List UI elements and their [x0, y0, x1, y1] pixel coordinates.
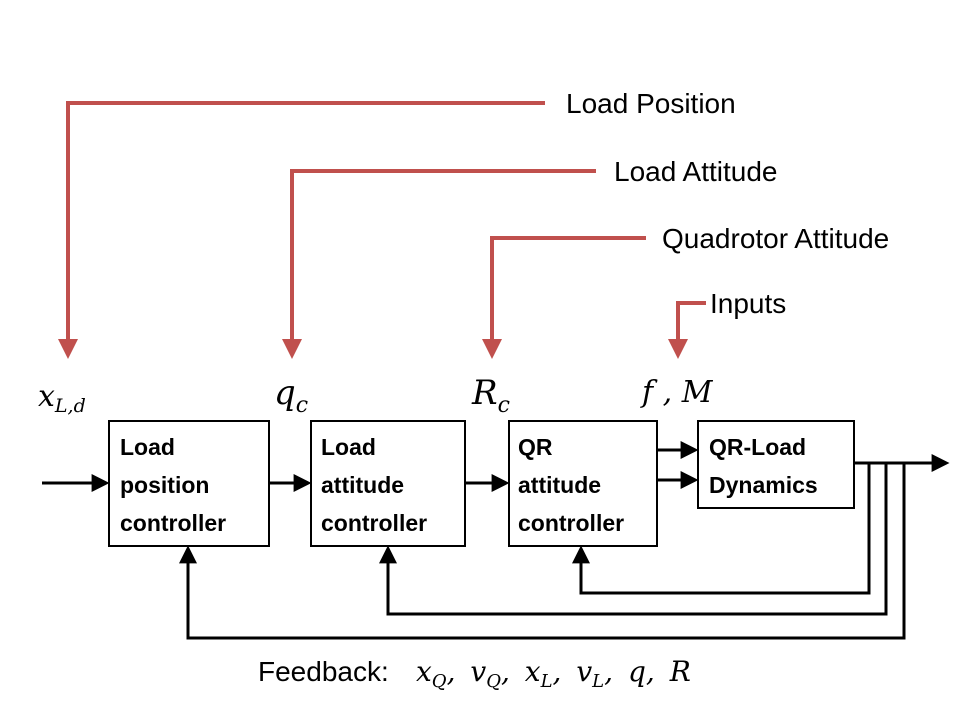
feedback-term-subscript: Q	[432, 671, 447, 692]
block-line: attitude	[518, 472, 601, 498]
feedback-term-separator: ,	[501, 655, 510, 688]
feedback-terms: xQ, vQ, xL, vL, q, R	[416, 655, 691, 692]
svg-text:QR attitude contro: QR attitude controller	[518, 434, 624, 536]
inputs-callout-line	[668, 301, 706, 359]
block-line: attitude	[321, 472, 404, 498]
qr-attitude-controller-block: QR attitude controller	[508, 420, 658, 547]
feedback-term-symbol: v	[576, 655, 592, 688]
feedback-term-symbol: x	[525, 655, 541, 688]
feedback-term-separator: ,	[447, 655, 456, 688]
block-line: Load	[321, 434, 376, 460]
signal-q-c: qc	[274, 373, 308, 418]
feedback-term-symbol: q	[628, 655, 646, 688]
load-attitude-label: Load Attitude	[614, 156, 777, 187]
feedback-term-separator: ,	[553, 655, 562, 688]
block-line: Load	[120, 434, 175, 460]
load-position-controller-block: Load position controller	[108, 420, 270, 547]
load-attitude-callout-line	[282, 169, 596, 359]
quadrotor-attitude-label: Quadrotor Attitude	[662, 223, 889, 254]
feedback-term-separator: ,	[646, 655, 655, 688]
block-line: controller	[518, 510, 624, 536]
block-line: QR	[518, 434, 553, 460]
block-line: QR-Load	[709, 434, 806, 460]
feedback-term-separator: ,	[604, 655, 613, 688]
svg-text:Load attitude cont: Load attitude controller	[321, 434, 427, 536]
feedback-term-symbol: R	[669, 655, 691, 688]
svg-text:Load position cont: Load position controller	[120, 434, 226, 536]
qr-load-dynamics-block: QR-Load Dynamics	[697, 420, 855, 509]
signal-R-c-subscript: c	[498, 393, 510, 418]
signal-x-ld: xL,d	[38, 379, 86, 417]
feedback-loop-qr-attitude	[572, 463, 871, 595]
feedback-loop-load-position	[179, 463, 906, 640]
signal-f-M: f , M	[640, 375, 714, 410]
block-line: controller	[321, 510, 427, 536]
block-line: Dynamics	[709, 472, 818, 498]
feedback-term-symbol: v	[470, 655, 486, 688]
feedback-term-subscript: Q	[486, 671, 501, 692]
quadrotor-attitude-callout-line	[482, 236, 646, 359]
feedback-term-subscript: L	[591, 671, 604, 692]
feedback-loop-load-attitude	[379, 463, 888, 616]
signal-q-c-subscript: c	[296, 393, 308, 418]
load-position-callout-line	[58, 101, 545, 359]
block-line: position	[120, 472, 209, 498]
inputs-label: Inputs	[710, 288, 786, 319]
feedback-term-subscript: L	[540, 671, 553, 692]
load-attitude-controller-block: Load attitude controller	[310, 420, 466, 547]
signal-q-c-symbol: q	[274, 373, 296, 413]
svg-text:QR-Load Dynamics: QR-Load Dynamics	[709, 434, 818, 498]
block-line: controller	[120, 510, 226, 536]
load-position-label: Load Position	[566, 88, 736, 119]
signal-R-c-symbol: R	[471, 373, 498, 413]
feedback-label: Feedback:	[258, 656, 389, 687]
signal-R-c: Rc	[471, 373, 510, 418]
feedback-term-symbol: x	[416, 655, 432, 688]
signal-x-ld-subscript: L,d	[54, 395, 86, 417]
signal-x-ld-symbol: x	[38, 379, 55, 414]
